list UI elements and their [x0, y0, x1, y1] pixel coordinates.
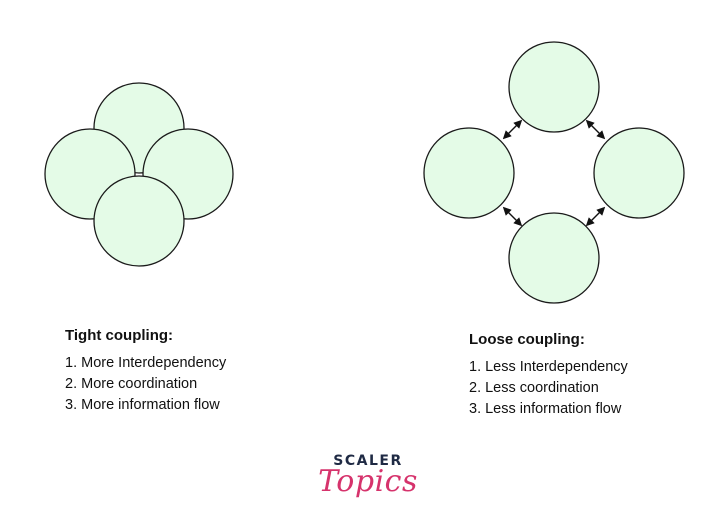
loose-coupling-cluster — [423, 41, 685, 304]
loose-circle-left — [423, 127, 515, 219]
logo-wordmark-bottom: Topics — [318, 464, 418, 499]
tight-coupling-cluster — [44, 82, 234, 267]
arrow-top-left — [502, 119, 523, 140]
loose-coupling-list: 1. Less Interdependency 2. Less coordina… — [469, 357, 628, 420]
tight-item-3: 3. More information flow — [65, 397, 220, 413]
tight-coupling-list: 1. More Interdependency 2. More coordina… — [65, 353, 226, 416]
arrow-bottom-right — [585, 206, 606, 227]
loose-coupling-legend: Loose coupling: 1. Less Interdependency … — [469, 329, 628, 420]
loose-item-1: 1. Less Interdependency — [469, 359, 628, 375]
tight-item-2: 2. More coordination — [65, 376, 198, 392]
loose-circle-right — [593, 127, 685, 219]
arrow-top-right — [585, 119, 606, 140]
loose-circle-bottom — [508, 212, 600, 304]
arrow-bottom-left — [502, 206, 523, 227]
logo-wordmark-top: SCALER — [333, 453, 403, 469]
loose-circle-top — [508, 41, 600, 133]
tight-circle-bottom — [93, 175, 185, 267]
loose-item-3: 3. Less information flow — [469, 401, 622, 417]
scaler-topics-logo: SCALER Topics — [318, 453, 418, 497]
tight-item-1: 1. More Interdependency — [65, 355, 227, 371]
tight-coupling-heading: Tight coupling: — [65, 327, 174, 344]
loose-item-2: 2. Less coordination — [469, 380, 599, 396]
coupling-diagram — [44, 41, 685, 304]
tight-coupling-legend: Tight coupling: 1. More Interdependency … — [65, 325, 226, 416]
loose-coupling-heading: Loose coupling: — [469, 331, 585, 348]
